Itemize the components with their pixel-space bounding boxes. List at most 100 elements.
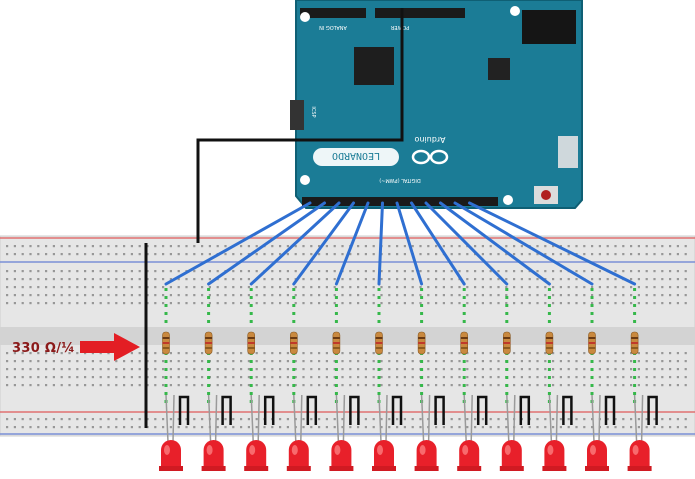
connected-hole <box>633 312 637 315</box>
breadboard-hole <box>474 360 477 363</box>
breadboard-hole <box>676 245 679 248</box>
breadboard-hole <box>489 245 492 248</box>
breadboard-hole <box>185 245 188 248</box>
breadboard-hole <box>575 278 578 281</box>
breadboard-hole <box>684 376 687 379</box>
breadboard-hole <box>99 270 102 273</box>
breadboard-hole <box>310 418 313 421</box>
breadboard-hole <box>552 352 555 355</box>
breadboard-hole <box>240 368 243 371</box>
breadboard-hole <box>123 302 126 305</box>
breadboard-hole <box>458 368 461 371</box>
breadboard-hole <box>247 418 250 421</box>
resistor-band <box>545 337 553 339</box>
breadboard-hole <box>255 360 258 363</box>
breadboard-hole <box>598 253 601 256</box>
breadboard-hole <box>606 278 609 281</box>
breadboard-hole <box>403 418 406 421</box>
breadboard-hole <box>201 360 204 363</box>
breadboard-hole <box>505 278 508 281</box>
breadboard-hole <box>310 352 313 355</box>
breadboard-hole <box>637 384 640 387</box>
breadboard-hole <box>325 426 328 429</box>
connected-hole <box>292 304 296 307</box>
connected-hole <box>547 296 551 299</box>
breadboard-hole <box>247 360 250 363</box>
breadboard-hole <box>630 384 633 387</box>
breadboard-hole <box>193 384 196 387</box>
breadboard-hole <box>497 418 500 421</box>
breadboard-hole <box>341 376 344 379</box>
connected-hole <box>249 304 253 307</box>
connected-hole <box>334 320 338 323</box>
breadboard-hole <box>76 368 79 371</box>
breadboard-hole <box>240 360 243 363</box>
breadboard-hole <box>154 278 157 281</box>
resistor-band <box>503 347 511 349</box>
breadboard-hole <box>380 384 383 387</box>
breadboard-hole <box>177 360 180 363</box>
breadboard-hole <box>224 360 227 363</box>
breadboard-hole <box>559 253 562 256</box>
breadboard-hole <box>653 294 656 297</box>
connected-hole <box>633 384 637 387</box>
breadboard-hole <box>388 376 391 379</box>
header-label-power: POWER <box>390 24 409 30</box>
signal-wires <box>164 201 637 286</box>
led-highlight <box>547 445 554 455</box>
breadboard-hole <box>637 245 640 248</box>
breadboard-hole <box>232 294 235 297</box>
breadboard-hole <box>325 352 328 355</box>
breadboard-hole <box>154 426 157 429</box>
breadboard-hole <box>653 270 656 273</box>
connected-hole <box>633 296 637 299</box>
connected-hole <box>207 304 211 307</box>
breadboard-hole <box>622 426 625 429</box>
breadboard-hole <box>310 302 313 305</box>
breadboard-hole <box>325 245 328 248</box>
breadboard-hole <box>333 368 336 371</box>
connected-hole <box>590 288 594 291</box>
breadboard-hole <box>6 418 9 421</box>
breadboard-hole <box>419 418 422 421</box>
breadboard-hole <box>333 384 336 387</box>
breadboard-hole <box>489 360 492 363</box>
breadboard-hole <box>279 294 282 297</box>
breadboard-hole <box>91 352 94 355</box>
breadboard-hole <box>224 352 227 355</box>
breadboard-hole <box>466 360 469 363</box>
breadboard-hole <box>567 302 570 305</box>
breadboard-hole <box>263 368 266 371</box>
breadboard-hole <box>684 294 687 297</box>
breadboard-hole <box>458 253 461 256</box>
breadboard-hole <box>676 253 679 256</box>
breadboard-hole <box>216 384 219 387</box>
breadboard-hole <box>29 302 32 305</box>
breadboard-hole <box>6 352 9 355</box>
breadboard-hole <box>123 270 126 273</box>
breadboard-hole <box>388 360 391 363</box>
breadboard-hole <box>201 384 204 387</box>
led-leg <box>598 394 601 443</box>
breadboard-hole <box>240 270 243 273</box>
breadboard-hole <box>52 352 55 355</box>
breadboard-hole <box>552 360 555 363</box>
breadboard-hole <box>536 302 539 305</box>
breadboard-hole <box>676 286 679 289</box>
breadboard-hole <box>513 360 516 363</box>
breadboard-hole <box>255 302 258 305</box>
breadboard-hole <box>661 253 664 256</box>
breadboard-hole <box>99 294 102 297</box>
connected-hole <box>462 360 466 363</box>
breadboard-hole <box>583 418 586 421</box>
breadboard-hole <box>614 360 617 363</box>
breadboard-hole <box>575 384 578 387</box>
breadboard-hole <box>6 360 9 363</box>
breadboard-hole <box>154 245 157 248</box>
breadboard-hole <box>37 368 40 371</box>
breadboard-hole <box>224 368 227 371</box>
breadboard-hole <box>263 360 266 363</box>
ground-jumper <box>476 395 488 425</box>
breadboard-hole <box>497 278 500 281</box>
breadboard-hole <box>286 426 289 429</box>
